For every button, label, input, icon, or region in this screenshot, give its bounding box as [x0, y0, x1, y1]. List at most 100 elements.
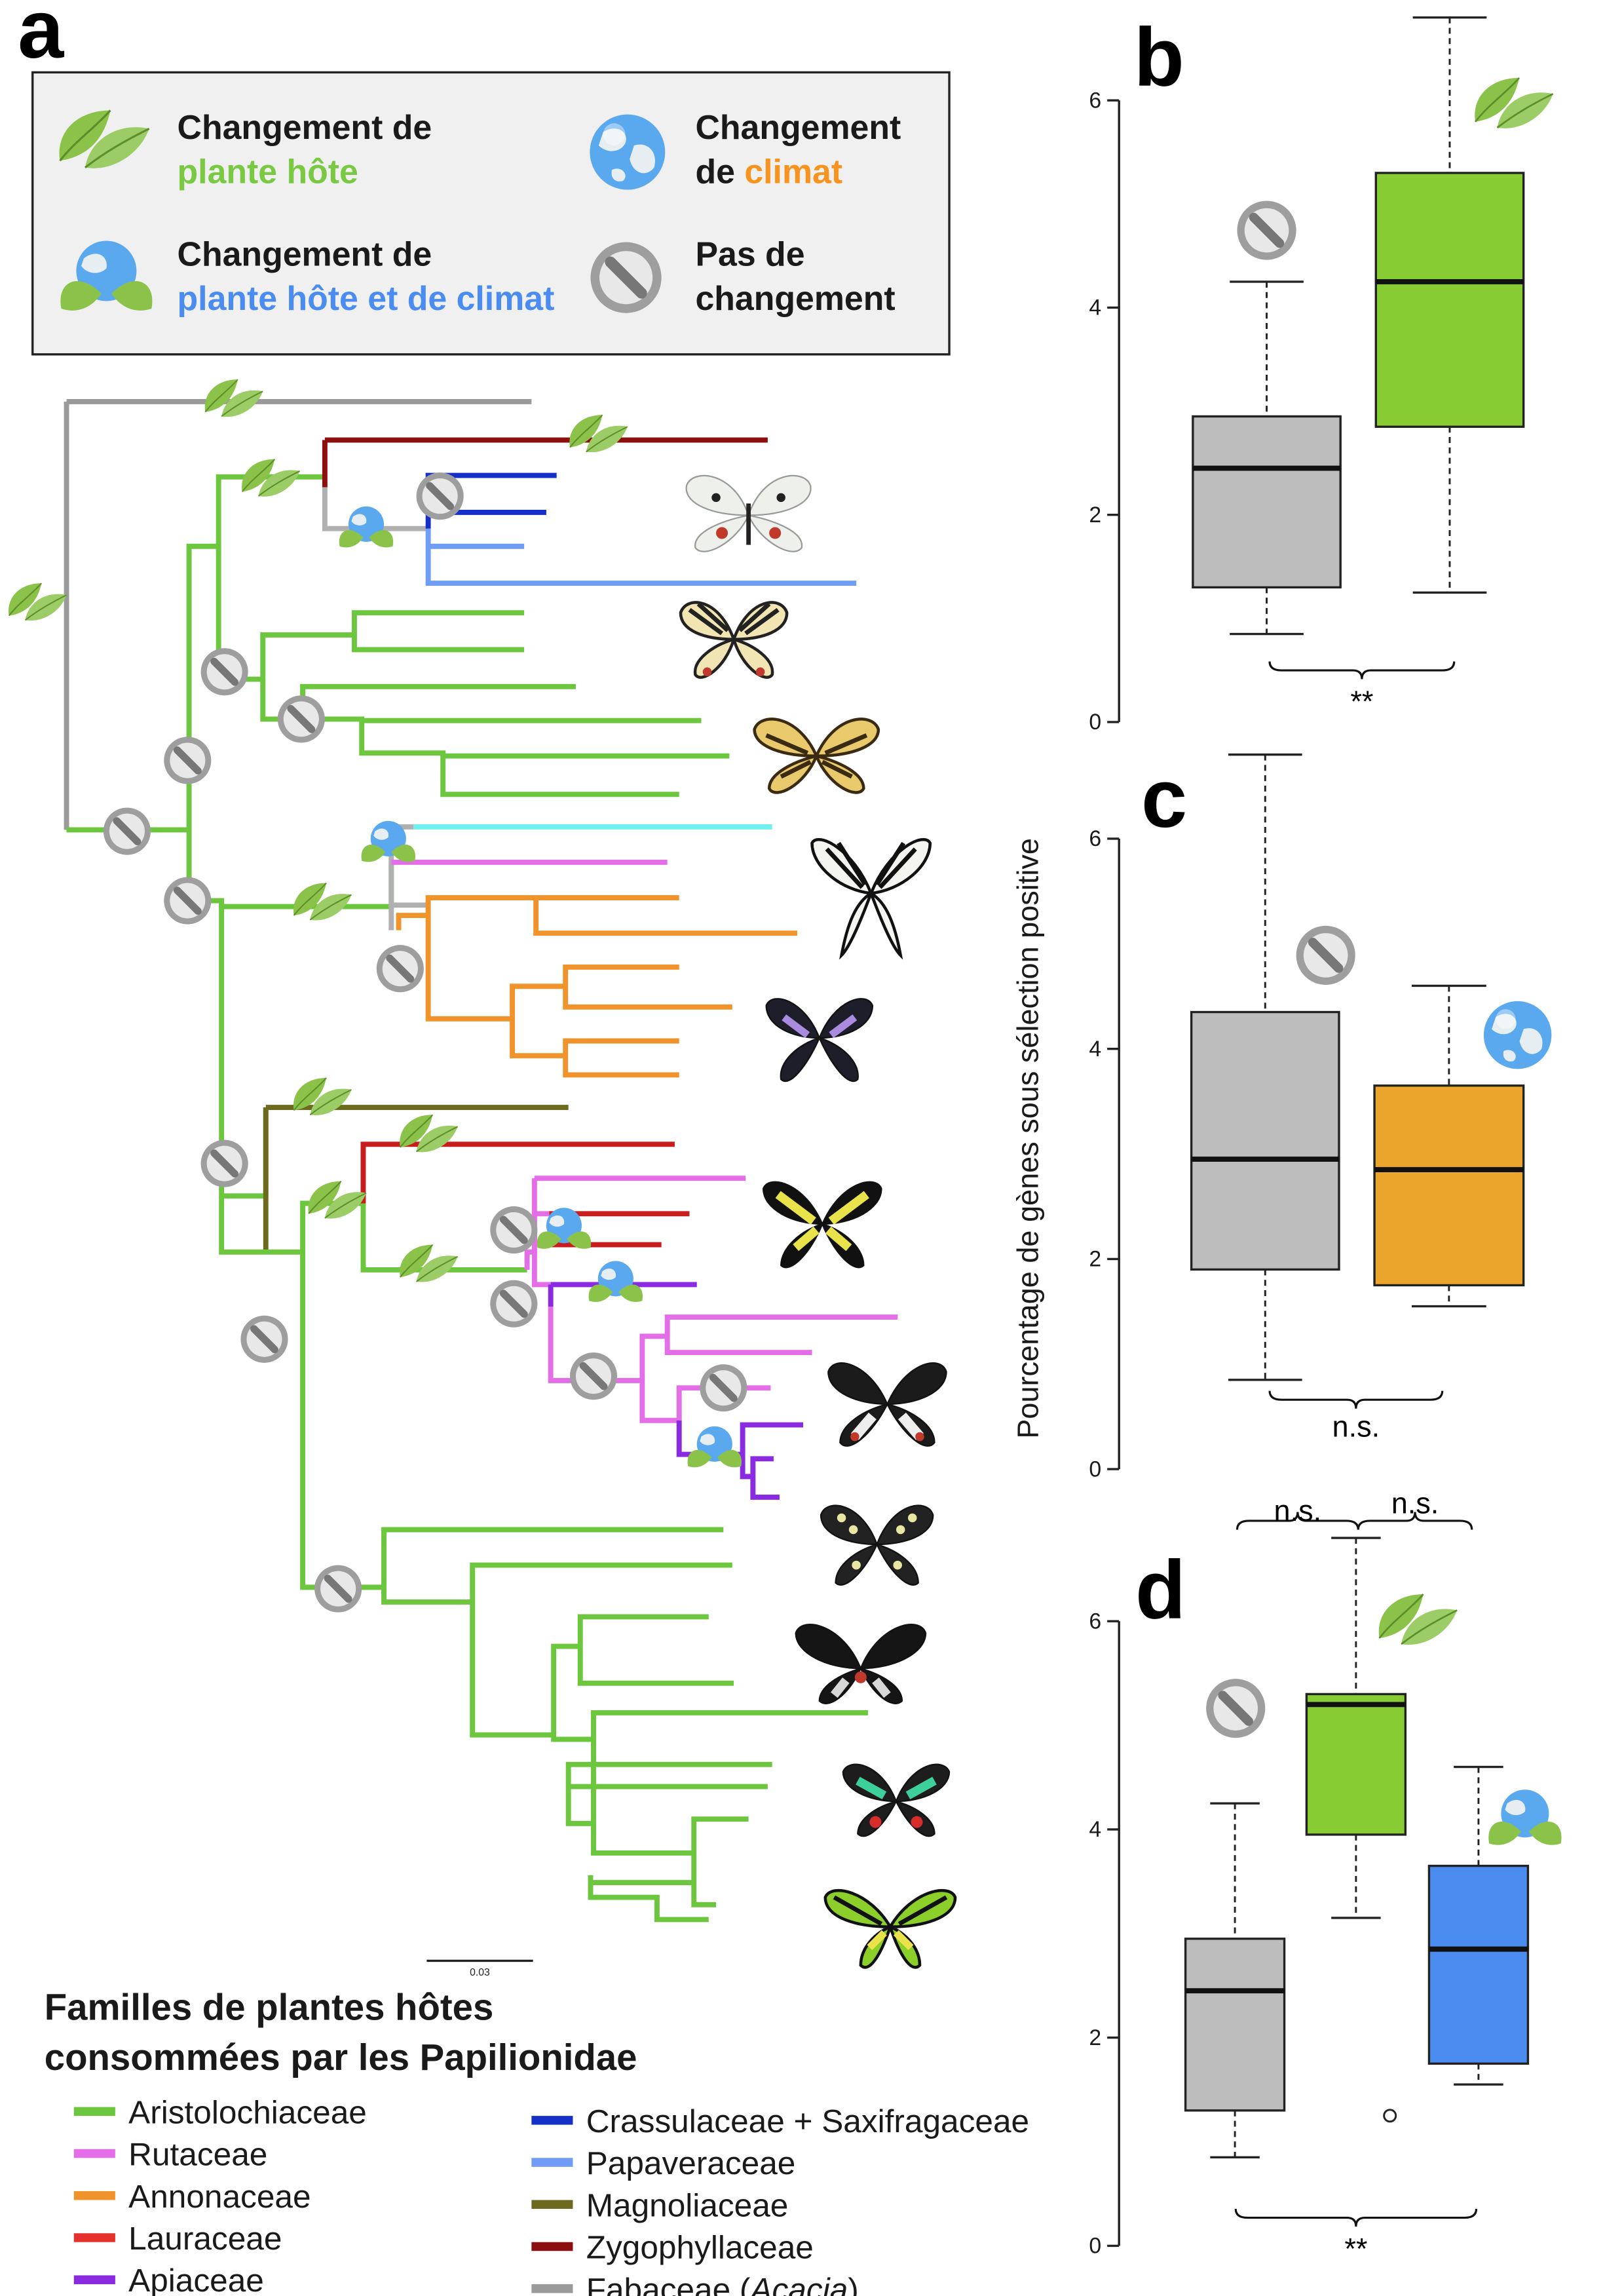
leaf-icon — [307, 1180, 368, 1219]
no-change-icon — [700, 1364, 747, 1411]
significance-bracket — [1236, 1512, 1359, 1530]
family-name-text: Lauraceae — [128, 2220, 282, 2257]
family-name: Magnoliaceae — [586, 2187, 789, 2223]
no-change-icon — [278, 695, 325, 742]
boxplot-panel-b: 0 2 4 6 ** — [1089, 16, 1555, 735]
panel-label-c: c — [1141, 752, 1187, 845]
outlier-point — [1383, 2109, 1397, 2123]
y-tick-label: 4 — [1089, 296, 1101, 320]
leaf-icon — [569, 414, 628, 453]
family-name: Aristolochiaceae — [128, 2094, 367, 2130]
legend-globe-prefix: de — [695, 152, 744, 190]
no-change-icon — [590, 242, 661, 313]
family-name-text: Aristolochiaceae — [128, 2094, 367, 2130]
box-b-0 — [1192, 201, 1342, 636]
butterfly-image — [795, 1624, 927, 1704]
svg-text:de climat: de climat — [695, 152, 842, 190]
y-tick-label: 0 — [1089, 710, 1101, 735]
butterfly-image — [765, 998, 874, 1082]
family-name-text: Papaveraceae — [586, 2145, 796, 2181]
panel-label-a: a — [18, 0, 64, 75]
butterfly-image — [823, 1888, 957, 1969]
significance-label: ** — [1344, 2232, 1367, 2266]
leaf-icon — [292, 882, 352, 921]
significance-label: n.s. — [1391, 1487, 1439, 1520]
no-change-icon — [240, 1316, 288, 1363]
leaf-icon — [204, 378, 264, 418]
no-change-icon — [570, 1352, 617, 1400]
icon-legend: Changement de plante hôte Changement de … — [31, 71, 951, 356]
significance-label: ** — [1350, 685, 1373, 718]
family-name-text: Apiaceae — [128, 2262, 264, 2296]
family-name-text: Rutaceae — [128, 2136, 267, 2173]
butterfly-image — [679, 601, 789, 679]
y-tick-label: 2 — [1089, 503, 1101, 527]
family-name-text: Annonaceae — [128, 2178, 311, 2215]
box-d-1 — [1305, 1537, 1458, 1919]
family-name: Papaveraceae — [586, 2145, 796, 2181]
legend-leaf-line1: Changement de — [178, 108, 432, 146]
box-iqr — [1305, 1693, 1407, 1836]
family-name-text: Crassulaceae + Saxifragaceae — [586, 2103, 1029, 2139]
family-name: Crassulaceae + Saxifragaceae — [586, 2103, 1029, 2139]
no-change-icon — [490, 1280, 537, 1328]
box-iqr — [1427, 1864, 1530, 2065]
butterfly-image — [842, 1763, 951, 1837]
scale-bar: 0.03 — [426, 1959, 533, 1978]
no-change-icon — [164, 737, 211, 784]
globe-icon — [1483, 1001, 1552, 1069]
globe-icon — [590, 114, 666, 190]
y-tick-label: 2 — [1089, 1247, 1101, 1272]
y-axis-label: Pourcentage de gènes sous sélection posi… — [1011, 838, 1044, 1439]
y-tick-label: 0 — [1089, 1457, 1101, 1482]
family-name-text: Fabaceae ( — [586, 2271, 751, 2296]
family-name: Annonaceae — [128, 2178, 311, 2215]
y-tick-label: 6 — [1089, 1609, 1101, 1634]
family-name: Zygophyllaceae — [586, 2229, 814, 2266]
box-d-2 — [1383, 1765, 1562, 2123]
significance-bracket — [1234, 2208, 1478, 2227]
no-change-icon — [1296, 926, 1355, 985]
leaf-icon — [1473, 77, 1555, 130]
family-legend: Familles de plantes hôtes consommées par… — [45, 1987, 1029, 2296]
significance-label: n.s. — [1274, 1494, 1322, 1527]
leaf-icon — [240, 458, 301, 497]
box-iqr — [1184, 1938, 1286, 2112]
no-change-icon — [417, 472, 464, 520]
family-name: Lauraceae — [128, 2220, 282, 2257]
scale-bar-label: 0.03 — [470, 1967, 490, 1978]
family-name: Fabaceae (Acacia) — [586, 2271, 859, 2296]
butterfly-image — [827, 1362, 947, 1447]
legend-leaf-line2: plante hôte — [178, 152, 358, 190]
no-change-icon — [201, 648, 248, 695]
box-c-1 — [1373, 984, 1552, 1308]
significance-bracket — [1357, 1512, 1473, 1530]
y-tick-label: 2 — [1089, 2025, 1101, 2050]
significance-bracket — [1268, 1390, 1444, 1409]
box-b-1 — [1374, 16, 1555, 594]
leaf-icon — [1378, 1593, 1458, 1646]
box-iqr — [1374, 172, 1525, 428]
no-change-icon — [104, 808, 151, 855]
family-name-text: Magnoliaceae — [586, 2187, 789, 2223]
butterfly-image — [753, 718, 880, 794]
no-change-icon — [314, 1565, 362, 1613]
significance-bracket — [1268, 661, 1456, 679]
y-tick-label: 4 — [1089, 1817, 1101, 1842]
globe-leaf-icon — [1488, 1789, 1562, 1845]
legend-none-line1: Pas de — [695, 235, 804, 273]
leaf-icon — [7, 582, 67, 622]
legend-both-line2: plante hôte et de climat — [178, 279, 555, 317]
y-tick-label: 6 — [1089, 826, 1101, 851]
family-name-italic: Acacia — [748, 2271, 848, 2296]
y-tick-label: 6 — [1089, 88, 1101, 113]
family-name: Rutaceae — [128, 2136, 267, 2173]
family-name: Apiaceae — [128, 2262, 264, 2296]
no-change-icon — [1237, 201, 1296, 259]
panel-label-b: b — [1134, 11, 1184, 104]
y-tick-label: 4 — [1089, 1037, 1101, 1062]
box-d-0 — [1184, 1679, 1286, 2159]
no-change-icon — [1206, 1679, 1265, 1738]
